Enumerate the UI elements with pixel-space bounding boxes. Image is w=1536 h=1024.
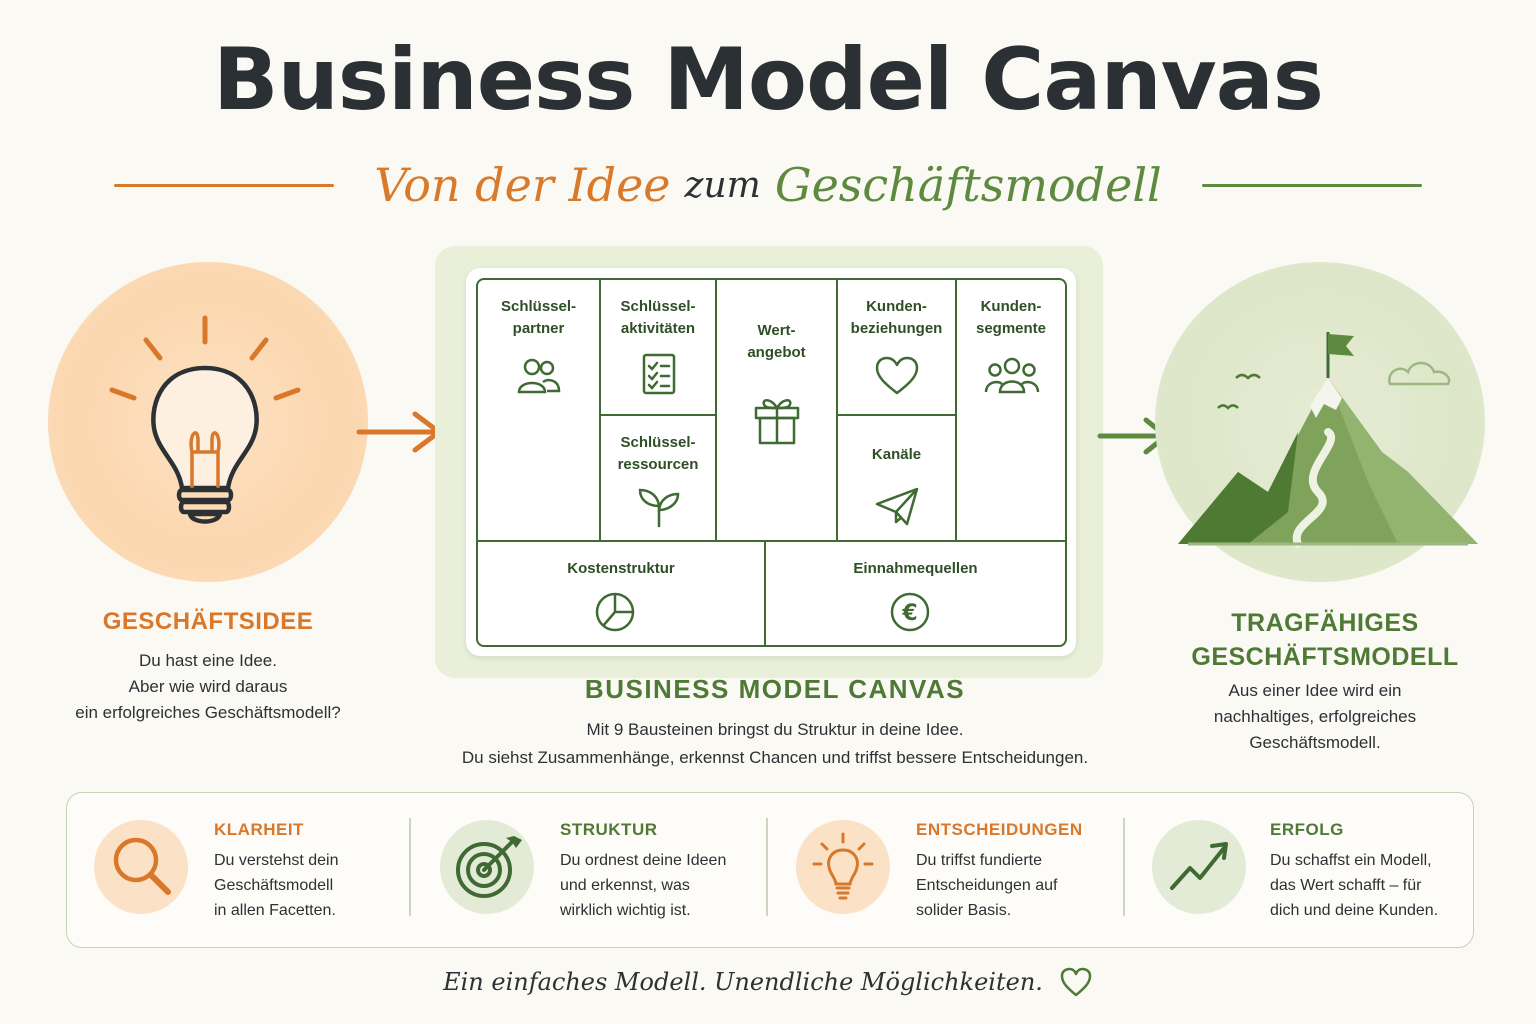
people-icon: [517, 358, 561, 394]
canvas-heading: BUSINESS MODEL CANVAS: [584, 674, 966, 704]
sprout-icon: [638, 488, 680, 528]
subtitle-line-left: [114, 183, 335, 187]
benefit-divider: [1123, 818, 1125, 916]
benefit-text: Du schaffst ein Modell,das Wert schafft …: [1270, 852, 1439, 919]
gift-icon: [754, 399, 800, 445]
heart-icon: [875, 356, 919, 395]
target-icon: [456, 836, 522, 898]
canvas-line: Mit 9 Bausteinen bringst du Struktur in …: [586, 720, 964, 739]
footer: Ein einfaches Modell. Unendliche Möglich…: [0, 966, 1536, 998]
benefit-backdrop: [1152, 820, 1246, 914]
idea-line: ein erfolgreiches Geschäftsmodell?: [75, 703, 341, 722]
idea-line: Aber wie wird daraus: [128, 677, 288, 696]
benefit-title: ENTSCHEIDUNGEN: [916, 820, 1083, 839]
arrow-right-icon: [356, 411, 442, 453]
benefit-divider: [766, 818, 768, 916]
business-model-canvas: Schlüssel- partner Schlüssel- aktivitäte…: [476, 278, 1067, 647]
euro-icon: €: [890, 592, 930, 632]
goal-heading-line: TRAGFÄHIGES: [1231, 609, 1419, 637]
block-key-activities: Schlüssel- aktivitäten: [620, 298, 696, 337]
benefit-title: STRUKTUR: [560, 820, 658, 839]
block-customer-relationships: Kunden- beziehungen: [850, 298, 943, 337]
trend-up-icon: [1170, 842, 1228, 890]
svg-text:€: €: [901, 601, 917, 626]
canvas-board: [466, 268, 1076, 656]
benefit-title: KLARHEIT: [214, 820, 304, 839]
block-revenue-streams: Einnahmequellen: [853, 560, 978, 577]
checklist-icon: [642, 353, 676, 395]
block-key-resources: Schlüssel- ressourcen: [617, 434, 699, 473]
heart-icon: [1060, 967, 1092, 997]
idea-heading: GESCHÄFTSIDEE: [102, 608, 314, 635]
lightbulb-icon: [109, 315, 301, 524]
subtitle-part-1: Von der Idee: [374, 158, 671, 212]
subtitle-part-3: Geschäftsmodell: [774, 158, 1162, 212]
block-value-proposition: Wert- angebot: [747, 322, 806, 361]
subtitle: Von der Idee zum Geschäftsmodell: [0, 150, 1536, 220]
goal-line: nachhaltiges, erfolgreiches: [1213, 707, 1417, 726]
subtitle-part-2: zum: [684, 164, 761, 206]
subtitle-line-right: [1201, 183, 1422, 187]
block-cost-structure: Kostenstruktur: [567, 560, 675, 577]
canvas-description: Mit 9 Bausteinen bringst du Struktur in …: [400, 716, 1150, 772]
page-title: Business Model Canvas: [213, 30, 1324, 130]
block-channels: Kanäle: [871, 446, 922, 463]
group-icon: [984, 357, 1040, 394]
mountain-flag-icon: [1178, 332, 1478, 548]
goal-heading-line: GESCHÄFTSMODELL: [1191, 643, 1459, 671]
idea-line: Du hast eine Idee.: [139, 651, 277, 670]
block-customer-segments: Kunden- segmente: [975, 298, 1047, 337]
goal-heading: TRAGFÄHIGES GESCHÄFTSMODELL: [1150, 606, 1500, 674]
benefit-backdrop: [94, 820, 188, 914]
block-key-partners: Schlüssel- partner: [500, 298, 577, 337]
goal-line: Geschäftsmodell.: [1249, 733, 1381, 752]
benefit-title: ERFOLG: [1270, 820, 1344, 839]
canvas-line: Du siehst Zusammenhänge, erkennst Chance…: [461, 748, 1089, 767]
idea-description: Du hast eine Idee. Aber wie wird daraus …: [40, 648, 376, 726]
paper-plane-icon: [875, 487, 919, 526]
footer-text: Ein einfaches Modell. Unendliche Möglich…: [443, 968, 1043, 996]
pie-chart-icon: [595, 592, 635, 632]
goal-description: Aus einer Idee wird ein nachhaltiges, er…: [1150, 678, 1480, 756]
benefit-divider: [409, 818, 411, 916]
magnifier-icon: [113, 837, 171, 895]
lightbulb-icon: [812, 832, 874, 900]
goal-line: Aus einer Idee wird ein: [1228, 681, 1402, 700]
